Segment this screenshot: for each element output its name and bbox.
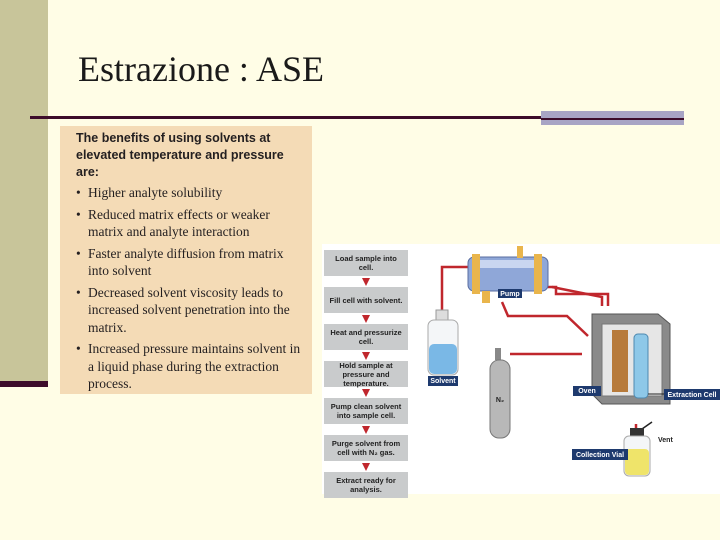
down-arrow-icon [362,277,370,286]
solvent-label: Solvent [430,378,456,385]
collection-vial: Collection Vial [572,428,651,477]
ase-apparatus-diagram: Pump Solvent N₂ Oven Extraction Cell Ven… [427,246,720,477]
vent: Vent [641,421,673,444]
title-rule-accent-line [541,118,684,120]
step-box: Heat and pressurize cell. [324,324,408,350]
list-item: •Higher analyte solubility [76,185,223,200]
oven-label: Oven [578,388,596,395]
title-rule [30,116,542,119]
down-arrow-icon [362,388,370,397]
list-item-text: Reduced matrix effects or weaker matrix … [88,206,270,240]
n2-cylinder: N₂ [489,348,511,439]
solvent-bottle: Solvent [427,309,459,386]
down-arrow-icon [362,425,370,434]
collection-vial-label: Collection Vial [576,452,624,459]
step-box: Pump clean solvent into sample cell. [324,398,408,424]
benefits-panel: The benefits of using solvents at elevat… [60,126,312,394]
process-steps: Load sample into cell. Fill cell with so… [324,250,408,498]
oven: Oven [573,313,671,405]
list-item: •Faster analyte diffusion from matrix in… [76,245,284,279]
list-item-text: Higher analyte solubility [88,185,223,200]
left-decor-bar-tip [0,381,48,387]
slide-title: Estrazione : ASE [78,49,324,89]
step-box: Purge solvent from cell with N₂ gas. [324,435,408,461]
pump: Pump [467,246,549,303]
benefits-list: •Higher analyte solubility •Reduced matr… [76,184,304,393]
list-item: •Increased pressure maintains solvent in… [76,341,301,391]
step-box: Hold sample at pressure and temperature. [324,361,408,388]
down-arrow-icon [362,462,370,471]
extraction-cell-label: Extraction Cell [667,392,716,399]
n2-label: N₂ [496,397,504,404]
down-arrow-icon [362,314,370,323]
step-box: Extract ready for analysis. [324,472,408,498]
pump-label: Pump [500,291,519,298]
list-item-text: Faster analyte diffusion from matrix int… [88,245,284,279]
left-decor-bar [0,0,48,387]
vent-label: Vent [658,437,673,444]
list-item-text: Decreased solvent viscosity leads to inc… [88,284,290,335]
list-item: •Decreased solvent viscosity leads to in… [76,284,290,335]
down-arrow-icon [362,351,370,360]
benefits-heading: The benefits of using solvents at elevat… [76,131,284,179]
step-box: Fill cell with solvent. [324,287,408,313]
step-box: Load sample into cell. [324,250,408,276]
list-item-text: Increased pressure maintains solvent in … [88,341,301,391]
extraction-cell-callout: Extraction Cell [648,389,720,400]
list-item: •Reduced matrix effects or weaker matrix… [76,206,270,240]
